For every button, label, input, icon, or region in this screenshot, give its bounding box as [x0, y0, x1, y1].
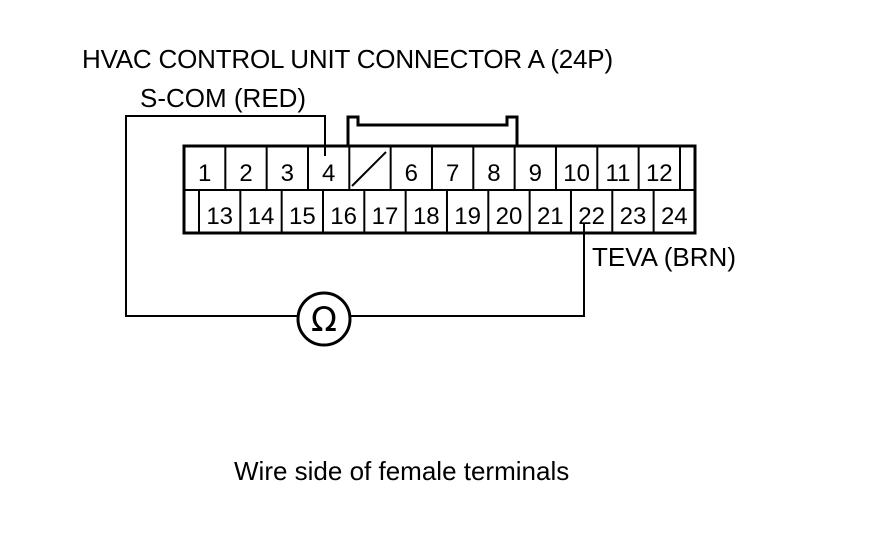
- terminal-7: 7: [446, 160, 459, 187]
- terminal-18: 18: [413, 203, 440, 230]
- scom-wire: [125, 115, 326, 317]
- ohmmeter-icon: [296, 291, 352, 347]
- terminal-2: 2: [239, 160, 252, 187]
- connector-title: HVAC CONTROL UNIT CONNECTOR A (24P): [82, 44, 613, 74]
- teva-wire: [350, 224, 585, 317]
- ohm-symbol: Ω: [311, 300, 337, 340]
- terminal-15: 15: [289, 203, 316, 230]
- terminal-23: 23: [620, 203, 647, 230]
- terminal-9: 9: [529, 160, 542, 187]
- terminal-17: 17: [372, 203, 399, 230]
- terminal-12: 12: [646, 160, 673, 187]
- terminal-8: 8: [487, 160, 500, 187]
- terminal-10: 10: [563, 160, 590, 187]
- terminal-14: 14: [248, 203, 275, 230]
- diagram-caption: Wire side of female terminals: [234, 456, 570, 486]
- locking-tab: [346, 115, 519, 146]
- bottom-row-terminals: 13 14 15 16 17 18 19 20 21 22 23 24: [206, 190, 688, 233]
- terminal-19: 19: [454, 203, 481, 230]
- terminal-13: 13: [206, 203, 233, 230]
- terminal-22: 22: [578, 203, 605, 230]
- terminal-1: 1: [198, 160, 211, 187]
- terminal-16: 16: [330, 203, 357, 230]
- teva-label: TEVA (BRN): [592, 242, 736, 272]
- terminal-11: 11: [606, 160, 631, 187]
- terminal-20: 20: [496, 203, 523, 230]
- terminal-3: 3: [281, 160, 294, 187]
- terminal-24: 24: [661, 203, 688, 230]
- empty-cavity-slash: [351, 151, 387, 187]
- terminal-4: 4: [322, 160, 335, 187]
- terminal-21: 21: [537, 203, 564, 230]
- terminal-6: 6: [405, 160, 418, 187]
- scom-label: S-COM (RED): [140, 83, 307, 113]
